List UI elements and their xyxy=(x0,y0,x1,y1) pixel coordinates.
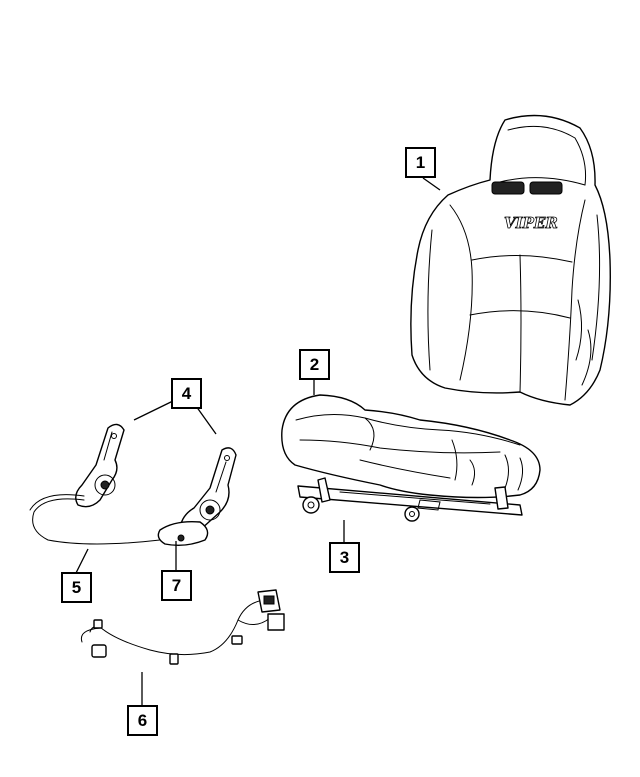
recliner-handle-icon[interactable] xyxy=(157,520,209,547)
leader-lines xyxy=(75,177,441,706)
callout-1[interactable]: 1 xyxy=(405,147,436,178)
leader-5 xyxy=(75,548,89,574)
callout-3[interactable]: 3 xyxy=(329,542,360,573)
seat-cushion-icon[interactable] xyxy=(281,394,541,499)
callout-label-2: 2 xyxy=(310,355,319,374)
callout-label-3: 3 xyxy=(340,548,349,567)
callout-label-6: 6 xyxy=(138,711,147,730)
wiring-harness-icon[interactable] xyxy=(80,589,285,665)
seat-track-icon[interactable] xyxy=(297,477,523,522)
callout-label-7: 7 xyxy=(172,576,181,595)
callout-6[interactable]: 6 xyxy=(127,705,158,736)
callout-5[interactable]: 5 xyxy=(61,572,92,603)
callout-label-4: 4 xyxy=(182,384,192,403)
callout-7[interactable]: 7 xyxy=(161,570,192,601)
callout-label-5: 5 xyxy=(72,578,81,597)
callout-label-1: 1 xyxy=(416,153,425,172)
viper-emblem: VIPER xyxy=(504,214,558,232)
callout-4[interactable]: 4 xyxy=(171,378,202,409)
leader-4a xyxy=(133,399,176,421)
recliner-mechanism-icon[interactable] xyxy=(75,423,237,535)
leader-4b xyxy=(195,405,217,435)
seat-back-icon[interactable]: VIPER xyxy=(410,114,611,406)
leader-1 xyxy=(422,177,441,191)
callout-2[interactable]: 2 xyxy=(299,349,330,380)
